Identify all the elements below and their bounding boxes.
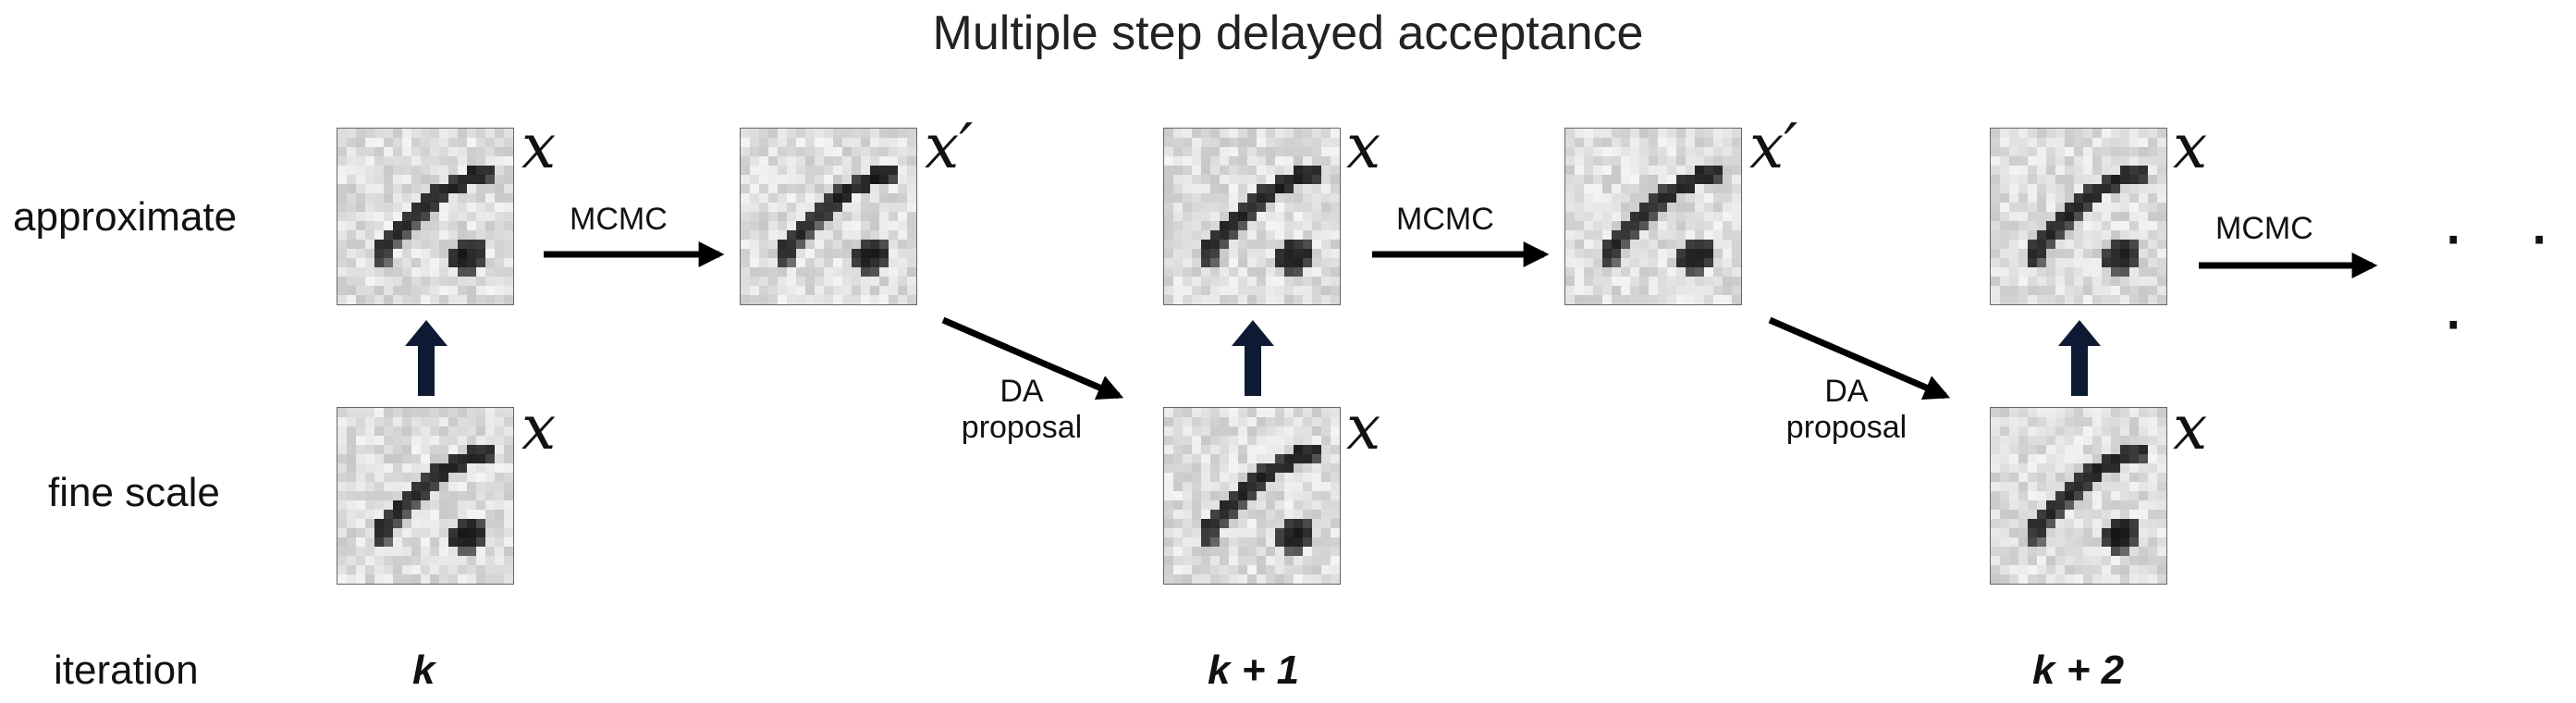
iteration-k-plus-1: k + 1 (1208, 648, 1300, 693)
da-arrow-2 (1768, 316, 1951, 400)
digit-image-fine-k1 (1163, 407, 1341, 585)
da-label-line2: proposal (961, 410, 1083, 445)
ellipsis: · · · (2441, 193, 2572, 361)
digit-image-fine-k2 (1990, 407, 2167, 585)
mcmc-label-1: MCMC (570, 202, 668, 237)
diagram-title: Multiple step delayed acceptance (932, 6, 1644, 60)
digit-image-fine-k (337, 407, 514, 585)
row-label-approximate: approximate (13, 194, 238, 240)
digit-image-proposal-2 (1564, 128, 1742, 305)
iteration-k: k (412, 648, 435, 693)
var-x-approx-k1: x (1346, 111, 1381, 182)
mcmc-label-2: MCMC (1396, 202, 1494, 237)
da-arrow-1 (941, 316, 1124, 400)
up-arrow-k2 (2058, 320, 2101, 396)
da-label-line1: DA (1000, 374, 1044, 409)
var-x-fine-k1: x (1346, 392, 1381, 463)
da-proposal-label-1: DA proposal (952, 374, 1091, 446)
digit-image-approx-k2 (1990, 128, 2167, 305)
var-x-approx-k2: x (2173, 111, 2208, 182)
row-label-fine-scale: fine scale (48, 470, 220, 515)
digit-image-approx-k (337, 128, 514, 305)
da-label-line2: proposal (1785, 410, 1907, 445)
digit-image-proposal-1 (740, 128, 917, 305)
var-x-fine-k: x (521, 392, 557, 463)
iteration-k-plus-2: k + 2 (2032, 648, 2125, 693)
var-xprime-1: x′ (925, 111, 974, 182)
row-label-iteration: iteration (54, 648, 199, 693)
up-arrow-k (405, 320, 448, 396)
da-proposal-label-2: DA proposal (1777, 374, 1916, 446)
up-arrow-k1 (1232, 320, 1274, 396)
var-x-fine-k2: x (2173, 392, 2208, 463)
var-x-approx-k: x (521, 111, 557, 182)
digit-image-approx-k1 (1163, 128, 1341, 305)
da-label-line1: DA (1824, 374, 1869, 409)
var-xprime-2: x′ (1749, 111, 1798, 182)
mcmc-label-3: MCMC (2215, 211, 2313, 246)
